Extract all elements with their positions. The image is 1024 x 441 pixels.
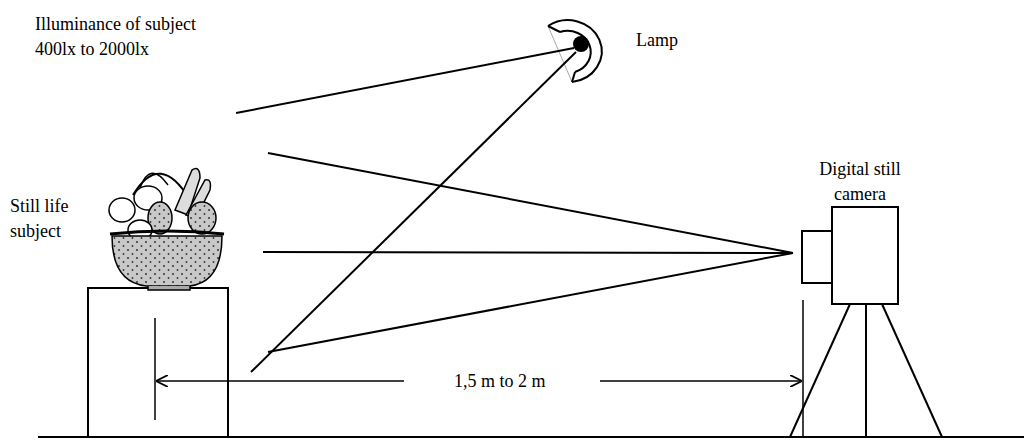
dimension-arrow <box>156 380 404 382</box>
view-line <box>268 153 793 253</box>
fruit-basket <box>109 169 224 290</box>
lamp-label: Lamp <box>636 28 678 53</box>
view-line <box>263 252 793 253</box>
subject-label: Still life subject <box>10 194 90 244</box>
extension-line <box>802 300 804 437</box>
dimension-label: 1,5 m to 2 m <box>448 369 552 394</box>
illuminance-note: Illuminance of subject 400lx to 2000lx <box>35 12 215 62</box>
camera-label: Digital still camera <box>800 157 920 207</box>
dimension-arrow <box>600 380 802 382</box>
view-line <box>268 253 793 352</box>
camera-symbol <box>790 207 942 437</box>
table-box <box>88 288 228 437</box>
extension-line <box>154 318 156 420</box>
